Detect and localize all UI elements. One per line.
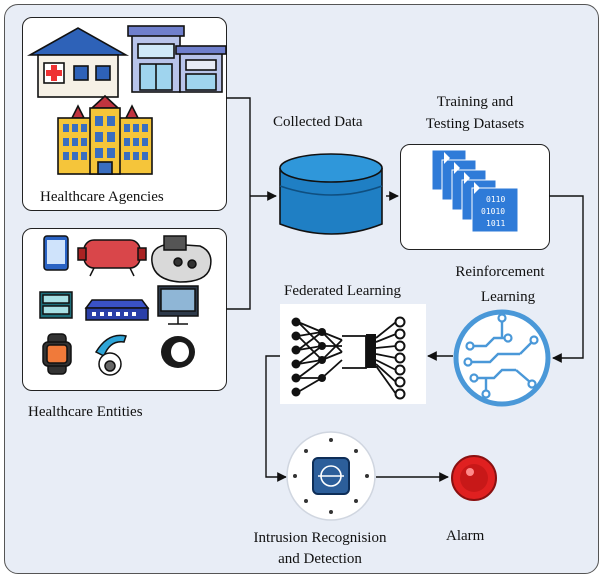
connectors [226, 97, 584, 482]
federated-learning-label: Federated Learning [284, 283, 402, 299]
security-camera-icon [94, 334, 127, 376]
binary-text-2: 01010 [481, 207, 505, 216]
medical-device-icon [151, 235, 212, 283]
ai-circuit-icon [453, 309, 551, 407]
training-label-line1: Training and [436, 94, 514, 110]
intrusion-label-line1: Intrusion Recognision [253, 530, 387, 546]
oxygen-tank-icon [77, 239, 147, 277]
training-label-line2: Testing Datasets [425, 116, 525, 132]
network-switch-icon [84, 299, 150, 321]
office-building-icon [57, 94, 153, 175]
collected-data-label: Collected Data [273, 114, 363, 130]
intrusion-label-line2: and Detection [278, 551, 362, 567]
smartwatch-icon [42, 333, 72, 375]
binary-text-1: 0110 [486, 195, 505, 204]
arrow-to-intrusion [265, 355, 293, 482]
alarm-icon [451, 455, 497, 501]
computer-display-icon [157, 285, 199, 325]
hospital-icon [26, 27, 130, 98]
arrow-to-reinforcement [549, 195, 584, 363]
healthcare-agencies-label: Healthcare Agencies [40, 189, 164, 205]
smart-ring-icon [161, 336, 195, 368]
dataset-files-icon [431, 149, 519, 233]
reinforcement-label-line2: Learning [480, 289, 536, 305]
reinforcement-label-line1: Reinforcement [455, 264, 545, 280]
clinic-building-icon [127, 25, 227, 93]
alarm-label: Alarm [446, 528, 485, 544]
tablet-icon [43, 235, 69, 271]
ids-sensor-icon [286, 431, 376, 521]
sources-bracket [226, 97, 251, 310]
database-icon [279, 153, 383, 235]
healthcare-entities-label: Healthcare Entities [28, 404, 143, 420]
binary-text-3: 1011 [486, 219, 505, 228]
monitor-icon [39, 291, 73, 319]
neural-network-icon [280, 304, 426, 404]
